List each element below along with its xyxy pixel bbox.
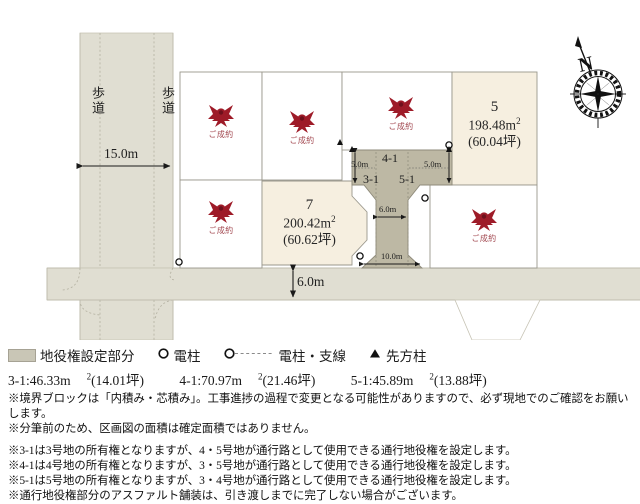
sidewalk-label-left: 歩道 [90,86,105,116]
easement-t-shape [351,149,453,269]
plot-sold-1 [179,71,263,181]
compass-icon: N [570,36,626,128]
opposite-pole-icon [368,347,382,364]
road-main-vertical-lower [79,299,174,340]
road-lower-notch [454,299,541,340]
note-b-1: ※3-1は3号地の所有権となりますが、4・5号地が通行路として使用できる通行地役… [8,444,517,457]
legend-label-easement: 地役権設定部分 [40,349,135,364]
easement-swatch-icon [8,348,36,362]
dim-label-10m: 10.0m [381,251,403,261]
utility-pole-guywire-icon [223,347,275,364]
opposite-pole-1 [337,139,343,145]
legend-item-pole: 電柱 [157,345,201,365]
legend-row: 地役権設定部分 電柱 電柱・支線 先方柱 [8,345,634,365]
road-outline-main [79,33,174,268]
utility-pole-3 [421,194,429,202]
pole-symbols [175,139,453,266]
plot-sold-4 [341,71,453,151]
plots-layer [179,71,538,269]
plot-sold-5 [429,184,538,269]
legend-label-opposite-pole: 先方柱 [386,349,427,364]
legend-item-opposite-pole: 先方柱 [368,345,427,365]
note-b-3: ※5-1は5号地の所有権となりますが、3・4号地が通行路として使用できる通行地役… [8,474,517,487]
corner-curve-ne [169,267,177,281]
easement-layer [351,149,453,269]
note-b-2: ※4-1は4号地の所有権となりますが、3・5号地が通行路として使用できる通行地役… [8,459,517,472]
dim-label-5m-left: 5.0m [351,159,369,169]
utility-pole-1 [175,258,183,266]
legend-label-pole: 電柱 [173,349,201,364]
plot-7-shape [261,180,368,266]
plot-sold-3 [261,71,343,181]
dim-label-6m-easement: 6.0m [379,204,397,214]
dim-label-south-road: 6.0m [297,274,325,289]
opposite-pole-3 [446,146,452,152]
plot-map: 歩道 歩道 15.0m 6.0m 4-1 3-1 5-1 5.0m 5.0m 6… [46,32,640,340]
easement-label-3-1: 3-1 [363,172,379,186]
compass-rose: N [558,32,630,137]
legend-label-pole-guy: 電柱・支線 [278,349,347,364]
notes-group-b: ※3-1は3号地の所有権となりますが、4・5号地が通行路として使用できる通行地役… [8,444,634,504]
corner-curve-se [154,299,174,321]
plot-5-shape [451,71,538,186]
legend-item-pole-guy: 電柱・支線 [223,345,347,365]
plot-sold-2 [179,179,263,269]
easement-label-5-1: 5-1 [399,172,415,186]
road-outline-lower [79,300,174,340]
opposite-pole-2 [349,146,355,152]
plot-map-svg [46,32,640,340]
legend-item-easement: 地役権設定部分 [8,345,135,365]
dim-label-main-road: 15.0m [104,146,139,161]
note-a-2: ※分筆前のため、区画図の面積は確定面積ではありません。 [8,423,316,436]
sidewalk-label-right: 歩道 [160,86,175,116]
road-south-right [173,268,640,300]
corner-curve-nw [61,267,81,291]
utility-pole-icon [157,347,170,364]
roads-layer [46,32,640,340]
note-b-4: ※通行地役権部分のアスファルト舗装は、引き渡しまでに完了しない場合がございます。 [8,490,463,503]
road-south-left-stub [47,268,80,300]
note-a-1: ※境界ブロックは「内積み・芯積み」。工事進捗の過程で変更となる可能性がありますの… [8,393,629,421]
dim-label-5m-right: 5.0m [424,159,442,169]
road-outline-left-stub [46,267,80,301]
easement-label-4-1: 4-1 [382,151,398,165]
notes-group-a: ※境界ブロックは「内積み・芯積み」。工事進捗の過程で変更となる可能性がありますの… [8,392,634,438]
utility-pole-4 [356,252,364,260]
dimension-arrows [76,148,452,298]
